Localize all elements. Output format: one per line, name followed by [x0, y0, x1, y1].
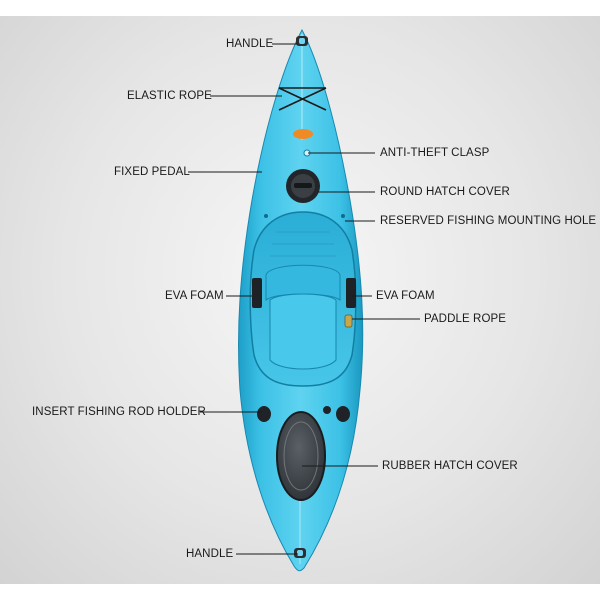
leader-lines [188, 43, 420, 555]
label-fixed-pedal: FIXED PEDAL [114, 166, 190, 178]
label-anti-theft-clasp: ANTI-THEFT CLASP [380, 147, 490, 159]
label-elastic-rope: ELASTIC ROPE [127, 90, 212, 102]
label-rubber-hatch-cover: RUBBER HATCH COVER [382, 460, 518, 472]
label-eva-foam-left: EVA FOAM [165, 290, 224, 302]
label-reserved-mounting-hole: RESERVED FISHING MOUNTING HOLE [380, 215, 597, 227]
label-paddle-rope: PADDLE ROPE [424, 313, 507, 325]
label-insert-rod-holder: INSERT FISHING ROD HOLDER [32, 406, 206, 418]
round-hatch-cover [286, 169, 320, 203]
paddle-rope-clip [344, 314, 353, 328]
bow-handle [296, 36, 308, 46]
label-handle-top: HANDLE [226, 38, 274, 50]
label-eva-foam-right: EVA FOAM [376, 290, 435, 302]
elastic-rope [278, 87, 327, 111]
mounting-hole-left [264, 214, 268, 218]
mounting-hole-right [341, 214, 345, 218]
eva-foam-right [346, 278, 356, 308]
foot-ribs [270, 231, 336, 257]
rubber-hatch-cover [276, 411, 326, 501]
stern-handle [294, 548, 306, 558]
label-round-hatch-cover: ROUND HATCH COVER [380, 186, 510, 198]
seat [269, 293, 337, 370]
label-handle-bottom: HANDLE [186, 548, 234, 560]
eva-foam-left [252, 278, 262, 308]
rod-holders [257, 406, 350, 422]
brand-sticker [293, 129, 313, 139]
